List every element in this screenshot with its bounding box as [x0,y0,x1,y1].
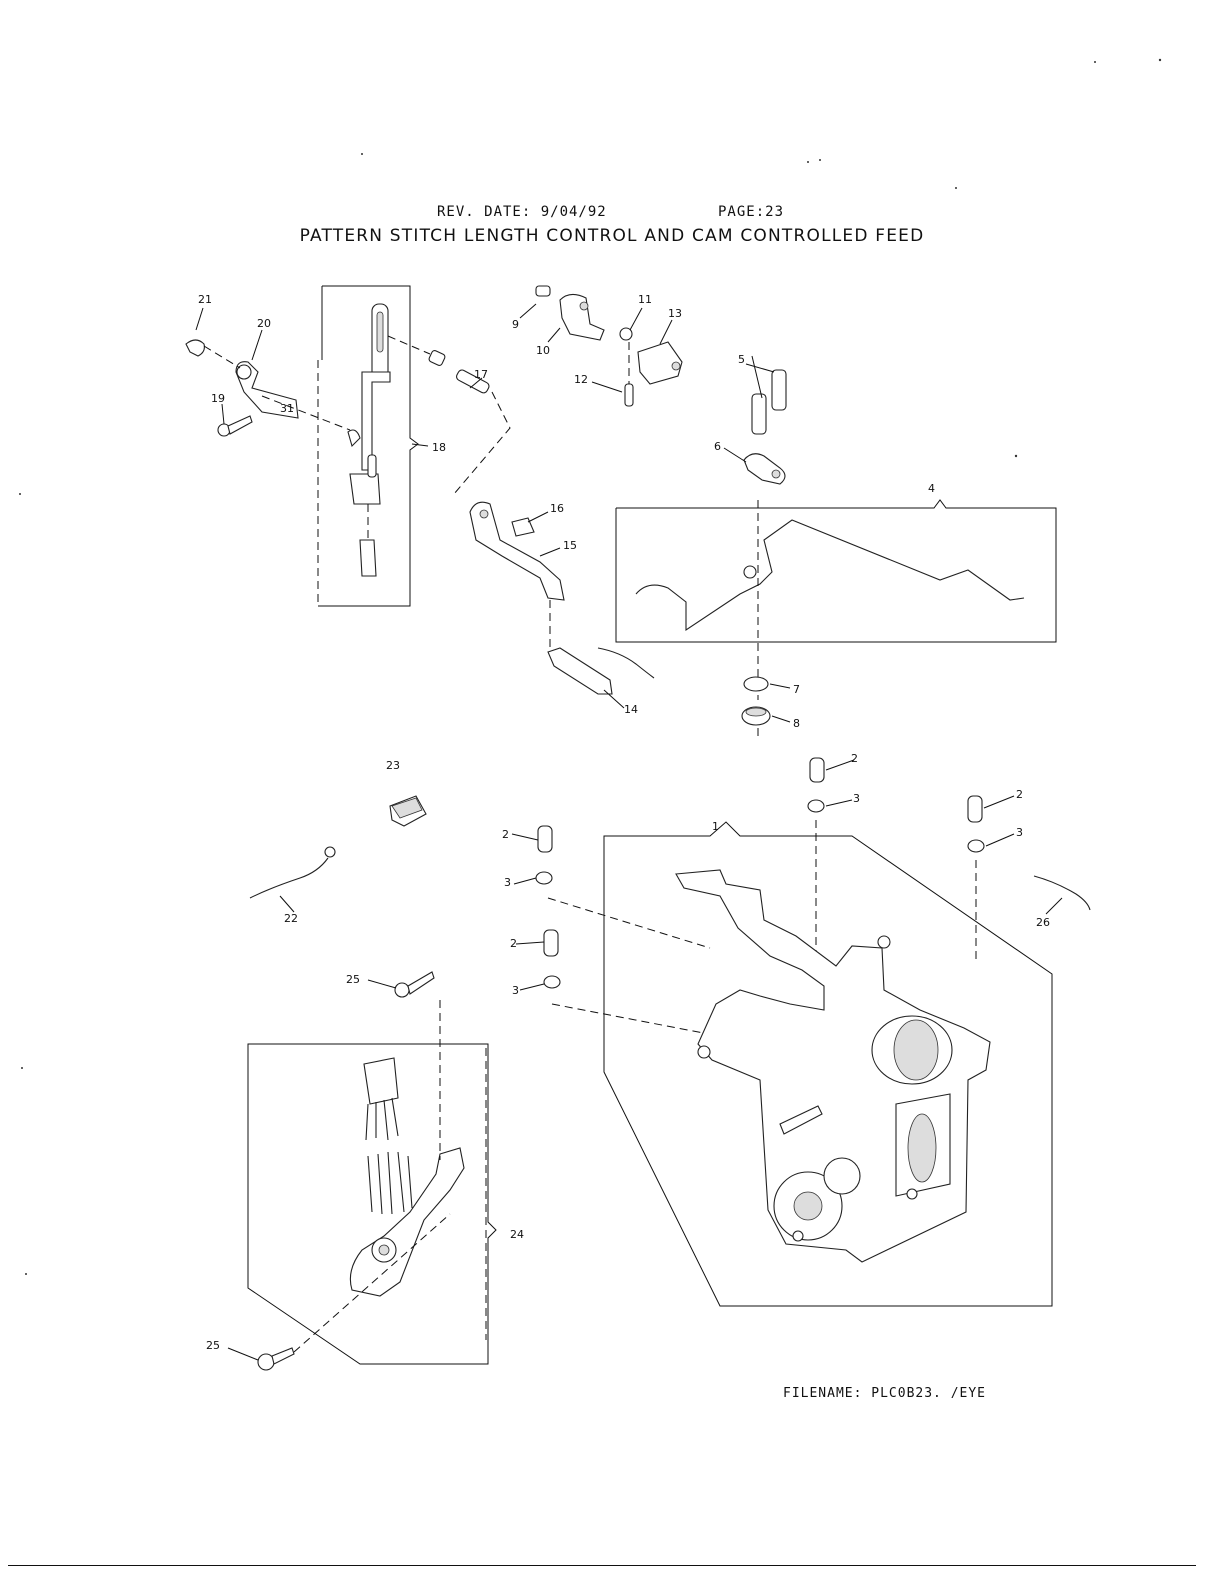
callout-17: 17 [474,368,488,381]
part-18-link-assembly [317,285,419,607]
part-23-connector [389,795,427,827]
part-25-screw-lower [257,1347,295,1371]
part-12-pin [624,342,634,407]
part-3-washer-top [807,799,825,813]
filename-label: FILENAME: PLC0B23. /EYE [783,1386,987,1401]
part-8-nut [741,706,771,726]
callout-19: 19 [211,392,225,405]
part-5-screws [751,369,787,435]
part-9-screw [535,285,551,297]
part-11-washer [619,327,633,341]
callout-25-lower: 25 [206,1339,220,1352]
callout-3-right: 3 [1016,826,1023,839]
callout-4: 4 [928,482,935,495]
callout-20: 20 [257,317,271,330]
callout-7: 7 [793,683,800,696]
part-6-plate [743,453,786,485]
part-22-spring [249,846,336,899]
callout-3-left-upper: 3 [504,876,511,889]
callout-11: 11 [638,293,652,306]
part-2-screw-left-lower [543,929,559,957]
callout-2-left-upper: 2 [502,828,509,841]
callout-2-right: 2 [1016,788,1023,801]
part-2-screw-top [809,757,825,783]
callout-2-left-lower: 2 [510,937,517,950]
callout-1: 1 [712,820,719,833]
callout-14: 14 [624,703,638,716]
part-26-spring [1033,875,1091,911]
callout-labels: 21 20 19 31 17 18 9 10 11 13 12 5 6 4 16… [198,293,1050,1352]
part-7-washer [743,676,769,692]
callout-21: 21 [198,293,212,306]
part-1-cam-mechanism [603,821,1053,1307]
revision-date: REV. DATE: 9/04/92 [437,204,607,220]
callout-9: 9 [512,318,519,331]
part-25-screw-upper [394,971,435,998]
leader-lines [195,303,1063,1361]
callout-26: 26 [1036,916,1050,929]
part-21-clip [185,339,205,357]
scan-specks [19,58,1162,1275]
part-4-wire-assembly [615,499,1057,700]
bottom-rule [8,1565,1196,1566]
callout-2-top: 2 [851,752,858,765]
callout-13: 13 [668,307,682,320]
part-3-washer-right [967,839,985,853]
callout-3-left-lower: 3 [512,984,519,997]
callout-24: 24 [510,1228,524,1241]
part-15-lever [469,501,565,601]
callout-5: 5 [738,353,745,366]
callout-23: 23 [386,759,400,772]
callout-12: 12 [574,373,588,386]
part-16-clip [511,517,535,537]
callout-18: 18 [432,441,446,454]
callout-8: 8 [793,717,800,730]
part-2-screw-left-upper [537,825,553,853]
part-24-harness-assembly [247,1000,497,1365]
callout-15: 15 [563,539,577,552]
callout-16: 16 [550,502,564,515]
part-2-screw-right [967,795,983,823]
callout-22: 22 [284,912,298,925]
callout-6: 6 [714,440,721,453]
callout-25-upper: 25 [346,973,360,986]
page-number: PAGE:23 [718,204,785,220]
page-title: PATTERN STITCH LENGTH CONTROL AND CAM CO… [299,226,925,246]
part-17-pin [387,335,511,495]
callout-10: 10 [536,344,550,357]
callout-31: 31 [280,402,294,415]
callout-3-top: 3 [853,792,860,805]
part-20-bracket [235,361,299,419]
part-13-block [637,341,683,385]
part-3-washer-left-upper [535,871,553,885]
part-3-washer-left-lower [543,975,561,989]
part-14-spring-lever [547,600,655,695]
part-10-bracket [559,293,605,341]
